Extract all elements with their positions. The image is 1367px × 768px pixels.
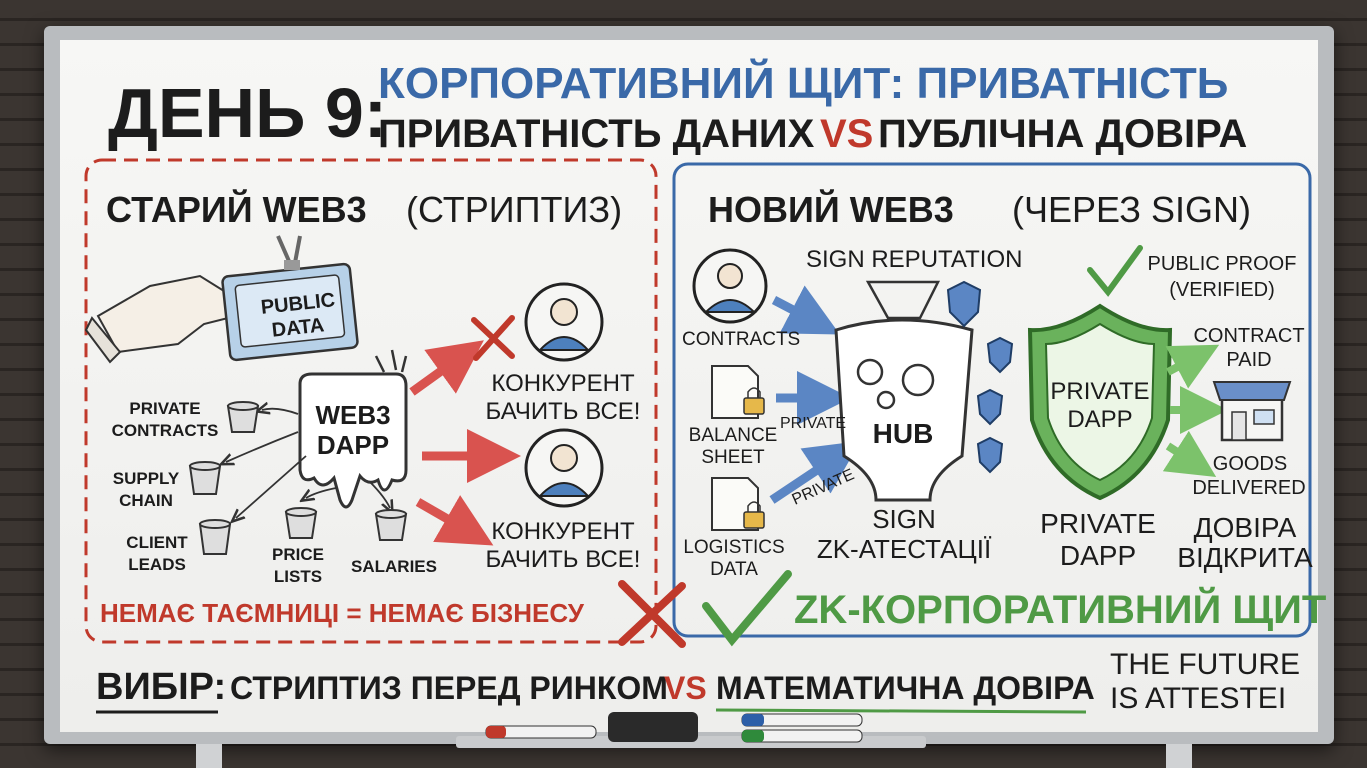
contract-paid-line1: CONTRACT [1190,326,1308,346]
future-line1: THE FUTURE [1110,650,1300,680]
contracts-avatar [694,250,766,322]
green-check-icon [1090,248,1140,292]
input-logistics-line2: DATA [682,560,786,579]
title-day: ДЕНЬ 9: [108,78,387,148]
competitor-top-line1: КОНКУРЕНТ [484,372,642,396]
input-balance-line1: BALANCE [686,426,780,445]
footer-part2: МАТЕМАТИЧНА ДОВІРА [716,672,1095,704]
title-line2-part2: ПУБЛІЧНА ДОВІРА [878,114,1247,154]
contract-paid-line2: PAID [1190,350,1308,370]
left-heading-light: (СТРИПТИЗ) [406,192,622,228]
leak-supply-chain-line2: CHAIN [104,492,188,509]
footer-vs: VS [664,672,707,704]
left-heading-bold: СТАРИЙ WEB3 [106,192,367,228]
footer-choice: ВИБІР: [96,668,226,706]
leak-client-leads-line2: LEADS [116,556,198,573]
dapp-line2: DAPP [300,432,406,458]
red-x-icon [474,318,512,358]
title-line1: КОРПОРАТИВНИЙ ЩИТ: ПРИВАТНІСТЬ [378,62,1228,106]
shield-line1: PRIVATE [1046,380,1154,404]
leak-supply-chain-line1: SUPPLY [104,470,188,487]
markers [486,712,862,742]
leak-price-lists-line2: LISTS [260,568,336,585]
trust-line1: ДОВІРА [1182,514,1308,542]
math-trust-underline [716,710,1086,712]
zk-shield-label: ZK-КОРПОРАТИВНИЙ ЩИТ [794,590,1326,630]
competitor-avatar-bottom [526,430,602,506]
left-slogan: НЕМАЄ ТАЄМНИЦІ = НЕМАЄ БІЗНЕСУ [100,600,584,626]
footer-part1: СТРИПТИЗ ПЕРЕД РИНКОМ [230,672,668,704]
future-line2: IS ATTESTEI [1110,684,1286,714]
private-dapp-line2: DAPP [1030,542,1166,570]
input-balance-line2: SHEET [686,448,780,467]
private-label-middle: PRIVATE [780,416,846,432]
shield-line2: DAPP [1046,408,1154,432]
sign-zk-line1: SIGN [820,506,988,532]
leak-private-contracts-line2: CONTRACTS [106,422,224,439]
public-proof-line1: PUBLIC PROOF [1140,254,1304,274]
leak-private-contracts-line1: PRIVATE [110,400,220,417]
sign-reputation-label: SIGN REPUTATION [806,248,1022,272]
input-logistics-line1: LOGISTICS [682,538,786,557]
goods-line2: DELIVERED [1190,478,1308,498]
sign-zk-line2: ZK-АТЕСТАЦІЇ [812,536,996,562]
leak-price-lists-line1: PRICE [260,546,336,563]
right-heading-light: (ЧЕРЕЗ SIGN) [1012,192,1251,228]
store-icon [1214,382,1290,440]
trust-line2: ВІДКРИТА [1176,544,1314,572]
competitor-bottom-line2: БАЧИТЬ ВСЕ! [478,548,648,572]
title-line2-part1: ПРИВАТНІСТЬ ДАНИХ [378,114,814,154]
output-arrows [1168,356,1204,464]
private-dapp-line1: PRIVATE [1030,510,1166,538]
public-proof-line2: (VERIFIED) [1152,280,1292,300]
leak-client-leads-line1: CLIENT [116,534,198,551]
competitor-bottom-line1: КОНКУРЕНТ [484,520,642,544]
exposure-arrows [412,356,494,532]
right-heading-bold: НОВИЙ WEB3 [708,192,954,228]
competitor-avatar-top [526,284,602,360]
leak-salaries: SALARIES [340,558,448,575]
title-vs: VS [820,114,873,154]
competitor-top-line2: БАЧИТЬ ВСЕ! [478,400,648,424]
goods-line1: GOODS [1196,454,1304,474]
big-green-check-icon [706,574,788,640]
input-contracts: CONTRACTS [682,330,800,349]
hub-label: HUB [860,420,946,448]
dapp-line1: WEB3 [300,402,406,428]
